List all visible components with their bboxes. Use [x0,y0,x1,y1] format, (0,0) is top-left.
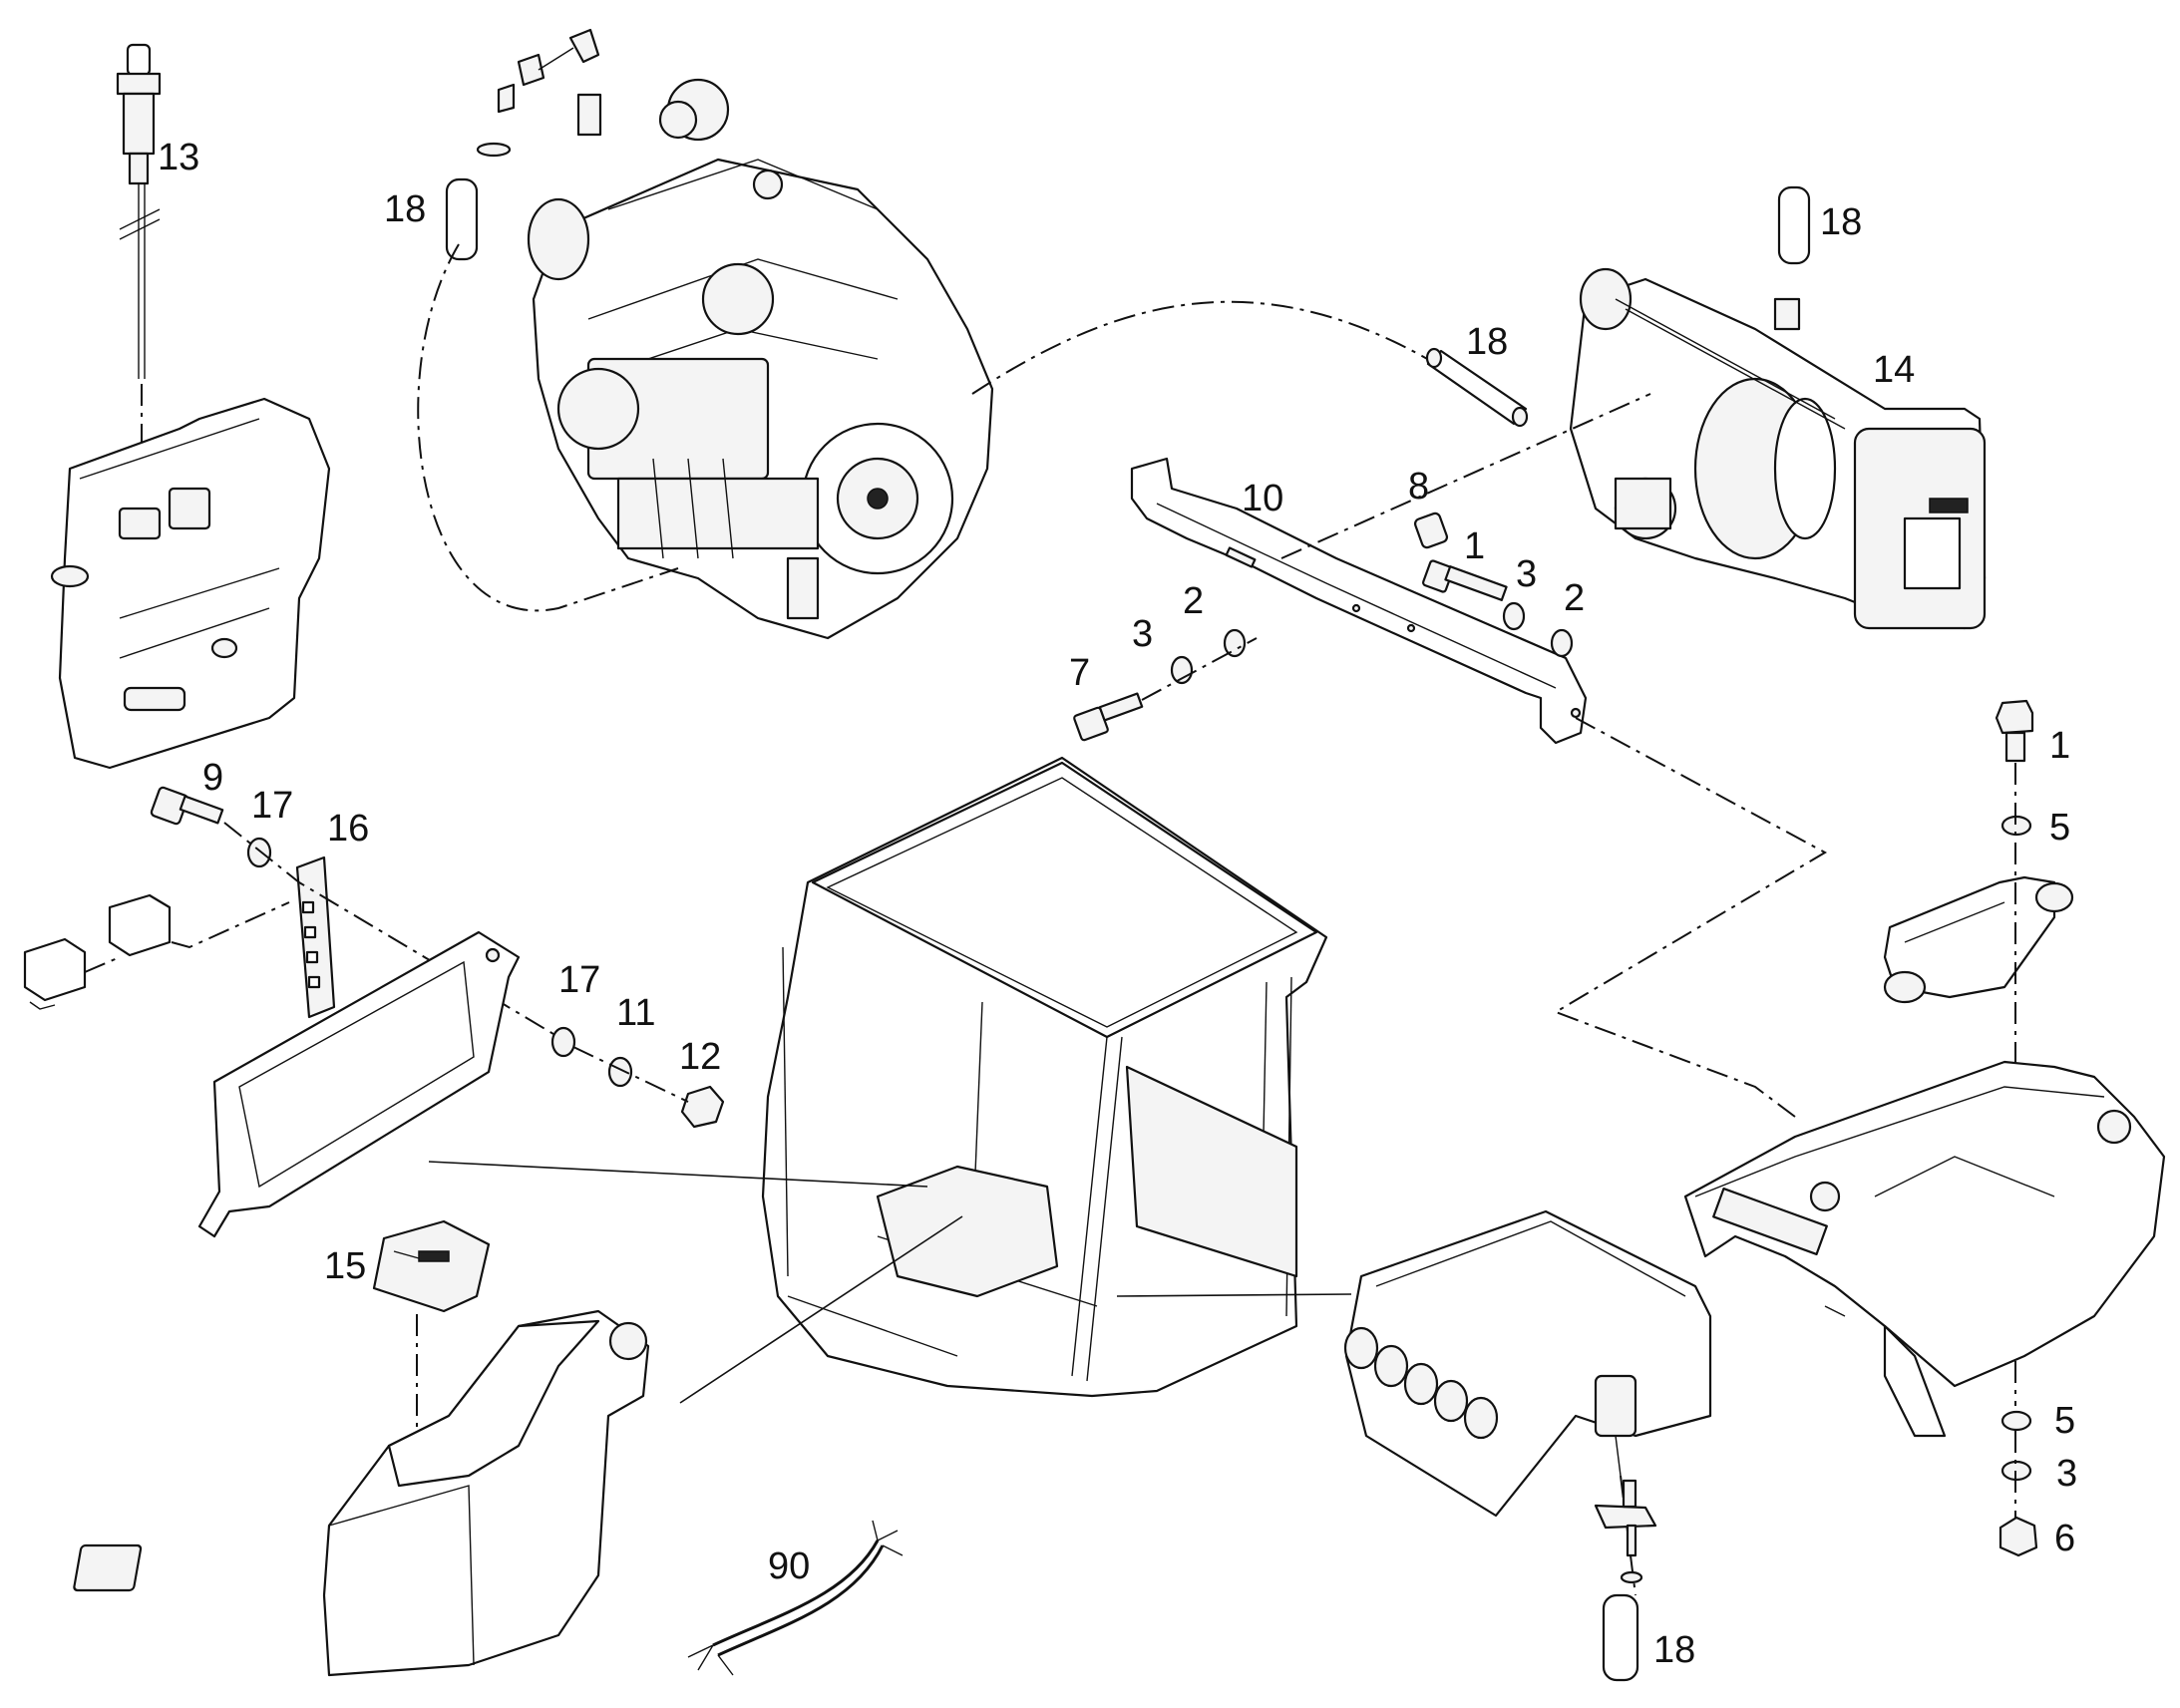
lower-tank [73,1309,650,1677]
spacer [1413,512,1449,549]
leader-bracket-right [1553,717,1828,1118]
callout-8: 8 [1408,466,1429,508]
callout-18-heater-top: 18 [1820,201,1862,243]
callout-1-right: 1 [2049,725,2070,767]
heater-distribution-box [1343,1209,1712,1518]
callout-3-lower: 3 [2056,1453,2077,1495]
leader-bracket-heater [1280,393,1651,559]
callout-3-left: 3 [1132,613,1153,655]
bolt-1-right [1995,699,2034,763]
callout-17-lower: 17 [558,959,600,1001]
bracket [1130,457,1588,745]
callout-12: 12 [679,1036,721,1078]
hose-18-mid [1425,347,1529,428]
heater-unit [1569,267,1987,630]
leader-engine-loop [417,243,679,612]
bolt-9 [150,786,224,826]
washer-2-left [1223,628,1247,658]
fuel-tank [50,397,331,770]
callout-18-engine: 18 [384,188,426,230]
callout-16: 16 [327,808,369,850]
washer-2-upper-right [1550,628,1574,658]
leader-gasket-cab [428,1161,928,1188]
washer-3-upper-right [1502,601,1526,631]
callout-17-upper: 17 [251,785,293,827]
leader-engine-heater [971,300,1437,395]
callout-18-bottom: 18 [1653,1629,1695,1671]
washer-11 [607,1056,633,1088]
hose-18-bottom [1602,1593,1639,1682]
callout-10: 10 [1242,478,1283,519]
chassis-frame [1683,1060,2166,1438]
gasket-frame [197,930,521,1238]
washer-5-lower [2000,1410,2032,1432]
callout-90: 90 [768,1545,810,1587]
leader-bolt-7 [1141,637,1258,701]
washer-17-upper [246,837,272,868]
callout-14: 14 [1873,349,1915,391]
callout-2-bracket: 2 [1564,577,1585,619]
nut-6 [1998,1516,2038,1557]
callout-13: 13 [158,137,199,178]
callout-5-upper: 5 [2049,807,2070,849]
leader-heater-box-cab [1116,1293,1352,1297]
leader-tank-cab [679,1215,963,1404]
control-panel [372,1219,491,1313]
callout-9: 9 [202,757,223,799]
drain-valve [1594,1479,1657,1584]
cab [761,756,1328,1398]
callout-11: 11 [616,992,655,1034]
leader-relay [84,901,290,973]
leader-nut [572,1046,689,1103]
nut-12 [680,1085,725,1129]
washer-17-lower [550,1026,576,1058]
relay-strip [295,855,336,1019]
callout-15: 15 [324,1245,366,1287]
callout-18-heater-mid: 18 [1466,321,1508,363]
engine [527,78,994,640]
hose-fitting-top [445,28,602,261]
dipstick-sensor [116,43,162,379]
callout-6: 6 [2054,1518,2075,1559]
callout-5-lower: 5 [2054,1400,2075,1442]
callout-3-bracket: 3 [1516,553,1537,595]
relay-small [23,893,172,1010]
muffler [1883,875,2074,1004]
callout-7: 7 [1069,652,1090,694]
callout-2-left: 2 [1183,580,1204,622]
wiring-harness [687,1520,904,1676]
bolt-7 [1073,692,1144,742]
hose-18-top-right [1777,185,1811,265]
callout-1-bracket: 1 [1464,525,1485,567]
bolt-1-upper [1422,559,1508,601]
